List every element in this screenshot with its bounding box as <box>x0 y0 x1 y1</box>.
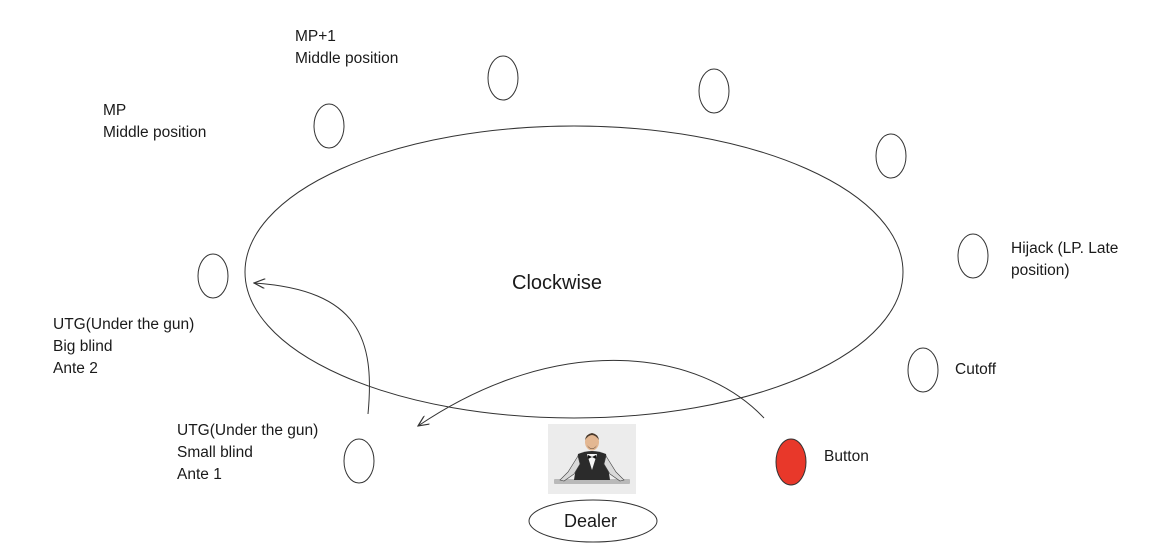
poker-table <box>244 125 904 419</box>
label-button: Button <box>824 446 869 468</box>
label-small-blind-line2: Small blind <box>177 444 253 461</box>
label-hijack-line1: Hijack (LP. Late <box>1011 240 1119 257</box>
label-mp1: MP+1 Middle position <box>295 26 398 70</box>
seat-mp1 <box>487 55 519 101</box>
dealer-ellipse <box>528 499 658 543</box>
label-small-blind-line3: Ante 1 <box>177 466 222 483</box>
dealer-person-icon <box>548 424 636 494</box>
seat-big-blind <box>197 253 229 299</box>
label-mp-line2: Middle position <box>103 124 207 141</box>
seat-mp <box>313 103 345 149</box>
label-small-blind: UTG(Under the gun) Small blind Ante 1 <box>177 420 318 486</box>
arrow-to-big-blind <box>254 283 370 415</box>
label-big-blind-line2: Big blind <box>53 338 113 355</box>
seat-cutoff <box>907 347 939 393</box>
seat-right-upper <box>875 133 907 179</box>
seat-hijack <box>957 233 989 279</box>
direction-label: Clockwise <box>512 272 603 294</box>
label-hijack-line2: position) <box>1011 262 1070 279</box>
arrow-to-small-blind <box>418 359 765 426</box>
dealer-label: Dealer <box>564 511 618 531</box>
label-button-line1: Button <box>824 448 869 465</box>
label-cutoff: Cutoff <box>955 359 996 381</box>
label-mp1-line2: Middle position <box>295 50 399 67</box>
label-mp-line1: MP <box>103 102 127 119</box>
seat-button <box>775 438 807 486</box>
label-mp: MP Middle position <box>103 100 206 144</box>
label-small-blind-line1: UTG(Under the gun) <box>177 422 319 439</box>
label-cutoff-line1: Cutoff <box>955 361 997 378</box>
label-hijack: Hijack (LP. Late position) <box>1011 238 1118 282</box>
label-big-blind-line1: UTG(Under the gun) <box>53 316 195 333</box>
label-big-blind-line3: Ante 2 <box>53 360 98 377</box>
label-big-blind: UTG(Under the gun) Big blind Ante 2 <box>53 314 194 380</box>
seat-small-blind <box>343 438 375 484</box>
seat-top-right <box>698 68 730 114</box>
label-mp1-line1: MP+1 <box>295 28 336 45</box>
